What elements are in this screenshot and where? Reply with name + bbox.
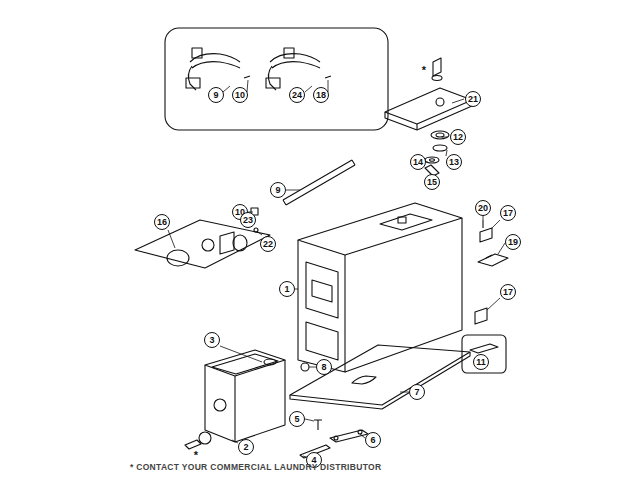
asterisk-mark: * [194,450,198,461]
callout-number: 9 [270,182,286,198]
callout-number: 2 [238,439,254,455]
callout-number: 23 [240,212,256,228]
callout-number: 13 [446,154,462,170]
callout-number: 10 [232,87,248,103]
callout-number: 14 [410,154,426,170]
callout-number: 17 [500,205,516,221]
callout-number: 22 [260,236,276,252]
callout-number: 19 [505,234,521,250]
callout-number: 17 [500,284,516,300]
asterisk-mark: * [422,65,426,76]
callout-number: 7 [409,384,425,400]
callout-number: 18 [313,87,329,103]
footnote-caption: * CONTACT YOUR COMMERCIAL LAUNDRY DISTRI… [130,462,381,472]
callout-number: 20 [475,200,491,216]
callout-number: 3 [204,332,220,348]
callout-number: 5 [289,411,305,427]
callout-number: 15 [424,174,440,190]
callout-number: 21 [465,91,481,107]
callout-number: 12 [450,129,466,145]
callout-number: 1 [279,281,295,297]
callout-number: 24 [289,87,305,103]
callout-number: 8 [316,359,332,375]
callout-number: 11 [473,354,489,370]
callout-number: 16 [154,214,170,230]
callout-number: 9 [208,87,224,103]
callout-number: 6 [365,432,381,448]
